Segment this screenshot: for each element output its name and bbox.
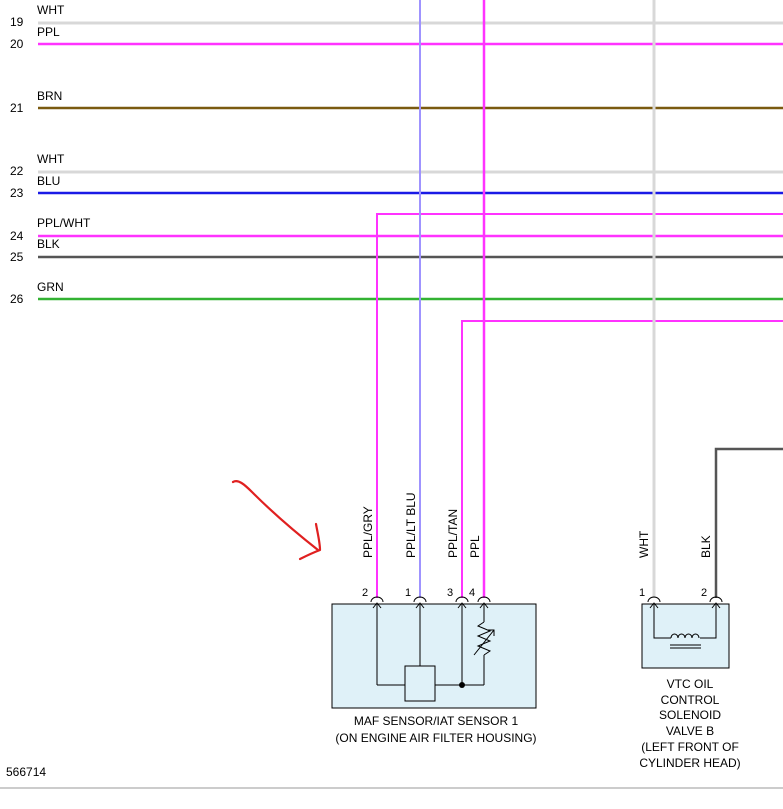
wire-label-26: GRN [37,280,64,294]
wire-label-23: BLU [37,174,60,188]
vtc-caption-line2: CONTROL [661,693,720,707]
row-number-24: 24 [10,229,24,243]
row-number-25: 25 [10,250,24,264]
vtc-caption-line6: CYLINDER HEAD) [639,756,740,770]
maf-connector-arcs [370,596,491,603]
wire-label-21: BRN [37,89,62,103]
vtc-caption-line5: (LEFT FRONT OF [641,740,739,754]
wire-label-22: WHT [37,152,65,166]
maf-sensor-internals [376,604,495,702]
maf-junction-dot [459,682,465,688]
wire-label-19: WHT [37,3,65,17]
vtc-wire-label-wht: WHT [637,530,651,558]
vtc-connector-arcs [647,596,723,603]
vtc-solenoid-internals [649,602,721,649]
row-number-22: 22 [10,164,24,178]
vtc-caption-line1: VTC OIL [667,677,714,691]
maf-pin-number-4: 4 [469,587,475,599]
row-number-26: 26 [10,292,24,306]
maf-pin-number-3: 3 [447,587,453,599]
annotation-arrow [231,480,322,561]
row-number-20: 20 [10,37,24,51]
maf-wire-label-ppl-lt-blu: PPL/LT BLU [404,492,418,558]
row-number-19: 19 [10,15,24,29]
vtc-caption-line4: VALVE B [666,724,714,738]
maf-wire-label-ppl-gry: PPL/GRY [361,506,375,558]
maf-caption-line2: (ON ENGINE AIR FILTER HOUSING) [335,731,536,745]
maf-wire-label-ppl: PPL [468,535,482,558]
row-number-23: 23 [10,186,24,200]
vtc-caption-line3: SOLENOID [659,708,721,722]
vtc-wire-label-blk: BLK [699,535,713,558]
wire-blk-vtc [714,447,783,598]
wire-ppl-gry [376,213,783,598]
row-number-21: 21 [10,101,24,115]
vtc-pin-number-2: 2 [701,587,707,599]
maf-pin-number-1: 1 [405,587,411,599]
maf-pin-number-2: 2 [362,587,368,599]
maf-caption-line1: MAF SENSOR/IAT SENSOR 1 [354,714,519,728]
wire-label-24: PPL/WHT [37,216,91,230]
maf-pin-arrows [372,602,489,609]
wire-label-25: BLK [37,237,60,251]
maf-wire-label-ppl-tan: PPL/TAN [446,509,460,558]
wire-ppl-tan [461,320,783,598]
figure-id: 566714 [6,765,46,779]
vtc-pin-number-1: 1 [639,587,645,599]
wire-label-20: PPL [37,25,60,39]
